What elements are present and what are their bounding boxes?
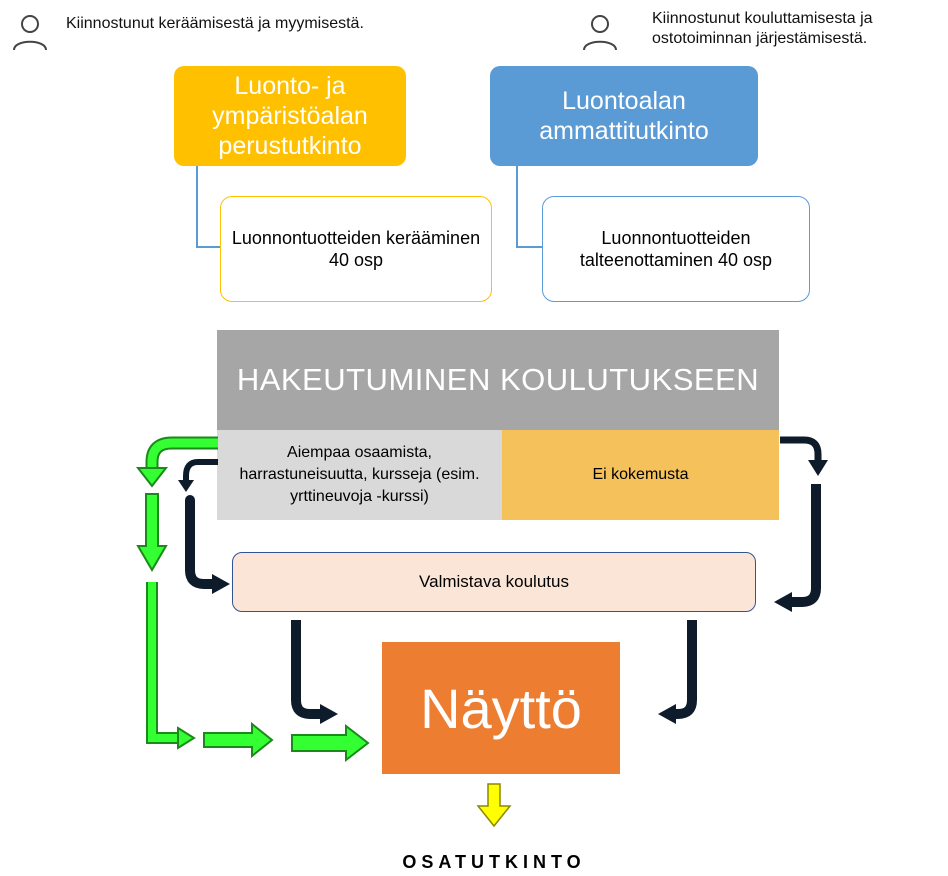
connector-line (196, 166, 224, 248)
green-arrow-curve (135, 436, 218, 488)
green-arrow-right (203, 721, 274, 759)
demonstration-box: Näyttö (382, 642, 620, 774)
green-arrow-elbow (146, 582, 196, 750)
branch-experience: Aiempaa osaamista, harrastuneisuutta, ku… (217, 430, 502, 520)
preparatory-training: Valmistava koulutus (232, 552, 756, 612)
dark-arrow-to-preparatory (178, 459, 230, 594)
qualification-basic: Luonto- ja ympäristöalan perustutkinto (174, 66, 406, 166)
green-arrow-down (136, 493, 168, 572)
person-icon (580, 10, 620, 54)
persona-1-text: Kiinnostunut keräämisestä ja myymisestä. (66, 15, 364, 32)
result-label: OSATUTKINTO (402, 852, 586, 872)
qualification-vocational: Luontoalan ammattitutkinto (490, 66, 758, 166)
green-arrow-right (291, 723, 370, 763)
application-header: HAKEUTUMINEN KOULUTUKSEEN (217, 330, 779, 430)
unit-collecting: Luonnontuotteiden kerääminen 40 osp (220, 196, 492, 302)
unit-harvesting: Luonnontuotteiden talteenottaminen 40 os… (542, 196, 810, 302)
person-icon (10, 10, 50, 54)
dark-arrow-no-experience (774, 436, 828, 612)
dark-arrow-prep-left (291, 620, 338, 724)
persona-2-text: Kiinnostunut kouluttamisesta ja ostotoim… (652, 10, 873, 47)
branch-no-experience: Ei kokemusta (502, 430, 779, 520)
connector-line (516, 166, 544, 248)
dark-arrow-prep-right (658, 620, 697, 724)
yellow-arrow-down (476, 783, 512, 828)
